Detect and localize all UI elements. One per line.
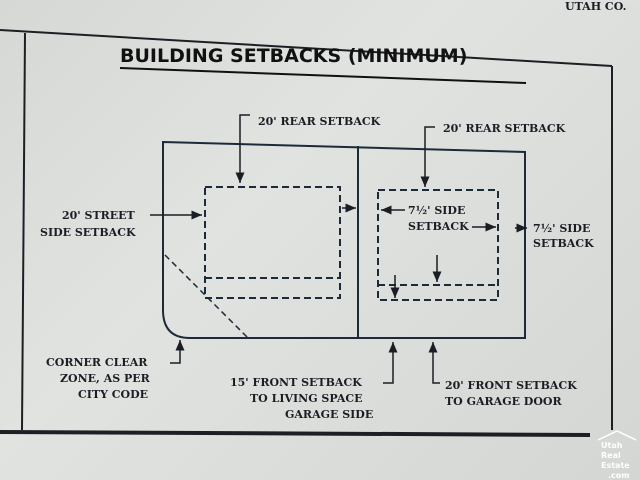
page-frame: [0, 29, 613, 437]
corner-zone-line2: ZONE, AS PER: [60, 372, 151, 385]
street-side-line1: 20' STREET: [62, 209, 136, 222]
watermark-text: Estate: [601, 461, 630, 470]
front-garage-line1: 20' FRONT SETBACK: [445, 379, 577, 392]
front-living-line2: TO LIVING SPACE: [250, 392, 363, 405]
diagram-title: BUILDING SETBACKS (MINIMUM): [120, 45, 467, 67]
watermark-text: .com: [608, 471, 630, 480]
inner-side-line1: 7½' SIDE: [408, 204, 465, 217]
inner-side-line2: SETBACK: [408, 220, 469, 233]
left-building-envelope: [204, 186, 341, 299]
watermark-text: Utah: [601, 441, 623, 450]
corner-clear-zone: [164, 254, 249, 339]
right-building-envelope: [377, 189, 499, 301]
rear-setback-left: 20' REAR SETBACK: [258, 115, 381, 128]
title-underline: [119, 67, 527, 84]
lot-outline: [162, 140, 526, 339]
front-garage-line2: TO GARAGE DOOR: [445, 395, 563, 408]
watermark-logo: Utah Real Estate .com: [597, 430, 637, 480]
dimension-arrows: [150, 114, 527, 384]
watermark-text: Real: [601, 451, 621, 460]
corner-zone-line3: CITY CODE: [78, 388, 148, 401]
header-fragment: UTAH CO.: [565, 0, 626, 13]
front-living-line1: 15' FRONT SETBACK: [230, 376, 362, 389]
corner-zone-line1: CORNER CLEAR: [46, 356, 148, 369]
street-side-line2: SIDE SETBACK: [40, 226, 136, 239]
front-living-line3: GARAGE SIDE: [285, 408, 373, 421]
rear-setback-right: 20' REAR SETBACK: [443, 122, 566, 135]
outer-side-line2: SETBACK: [533, 237, 594, 250]
outer-side-line1: 7½' SIDE: [533, 222, 590, 235]
